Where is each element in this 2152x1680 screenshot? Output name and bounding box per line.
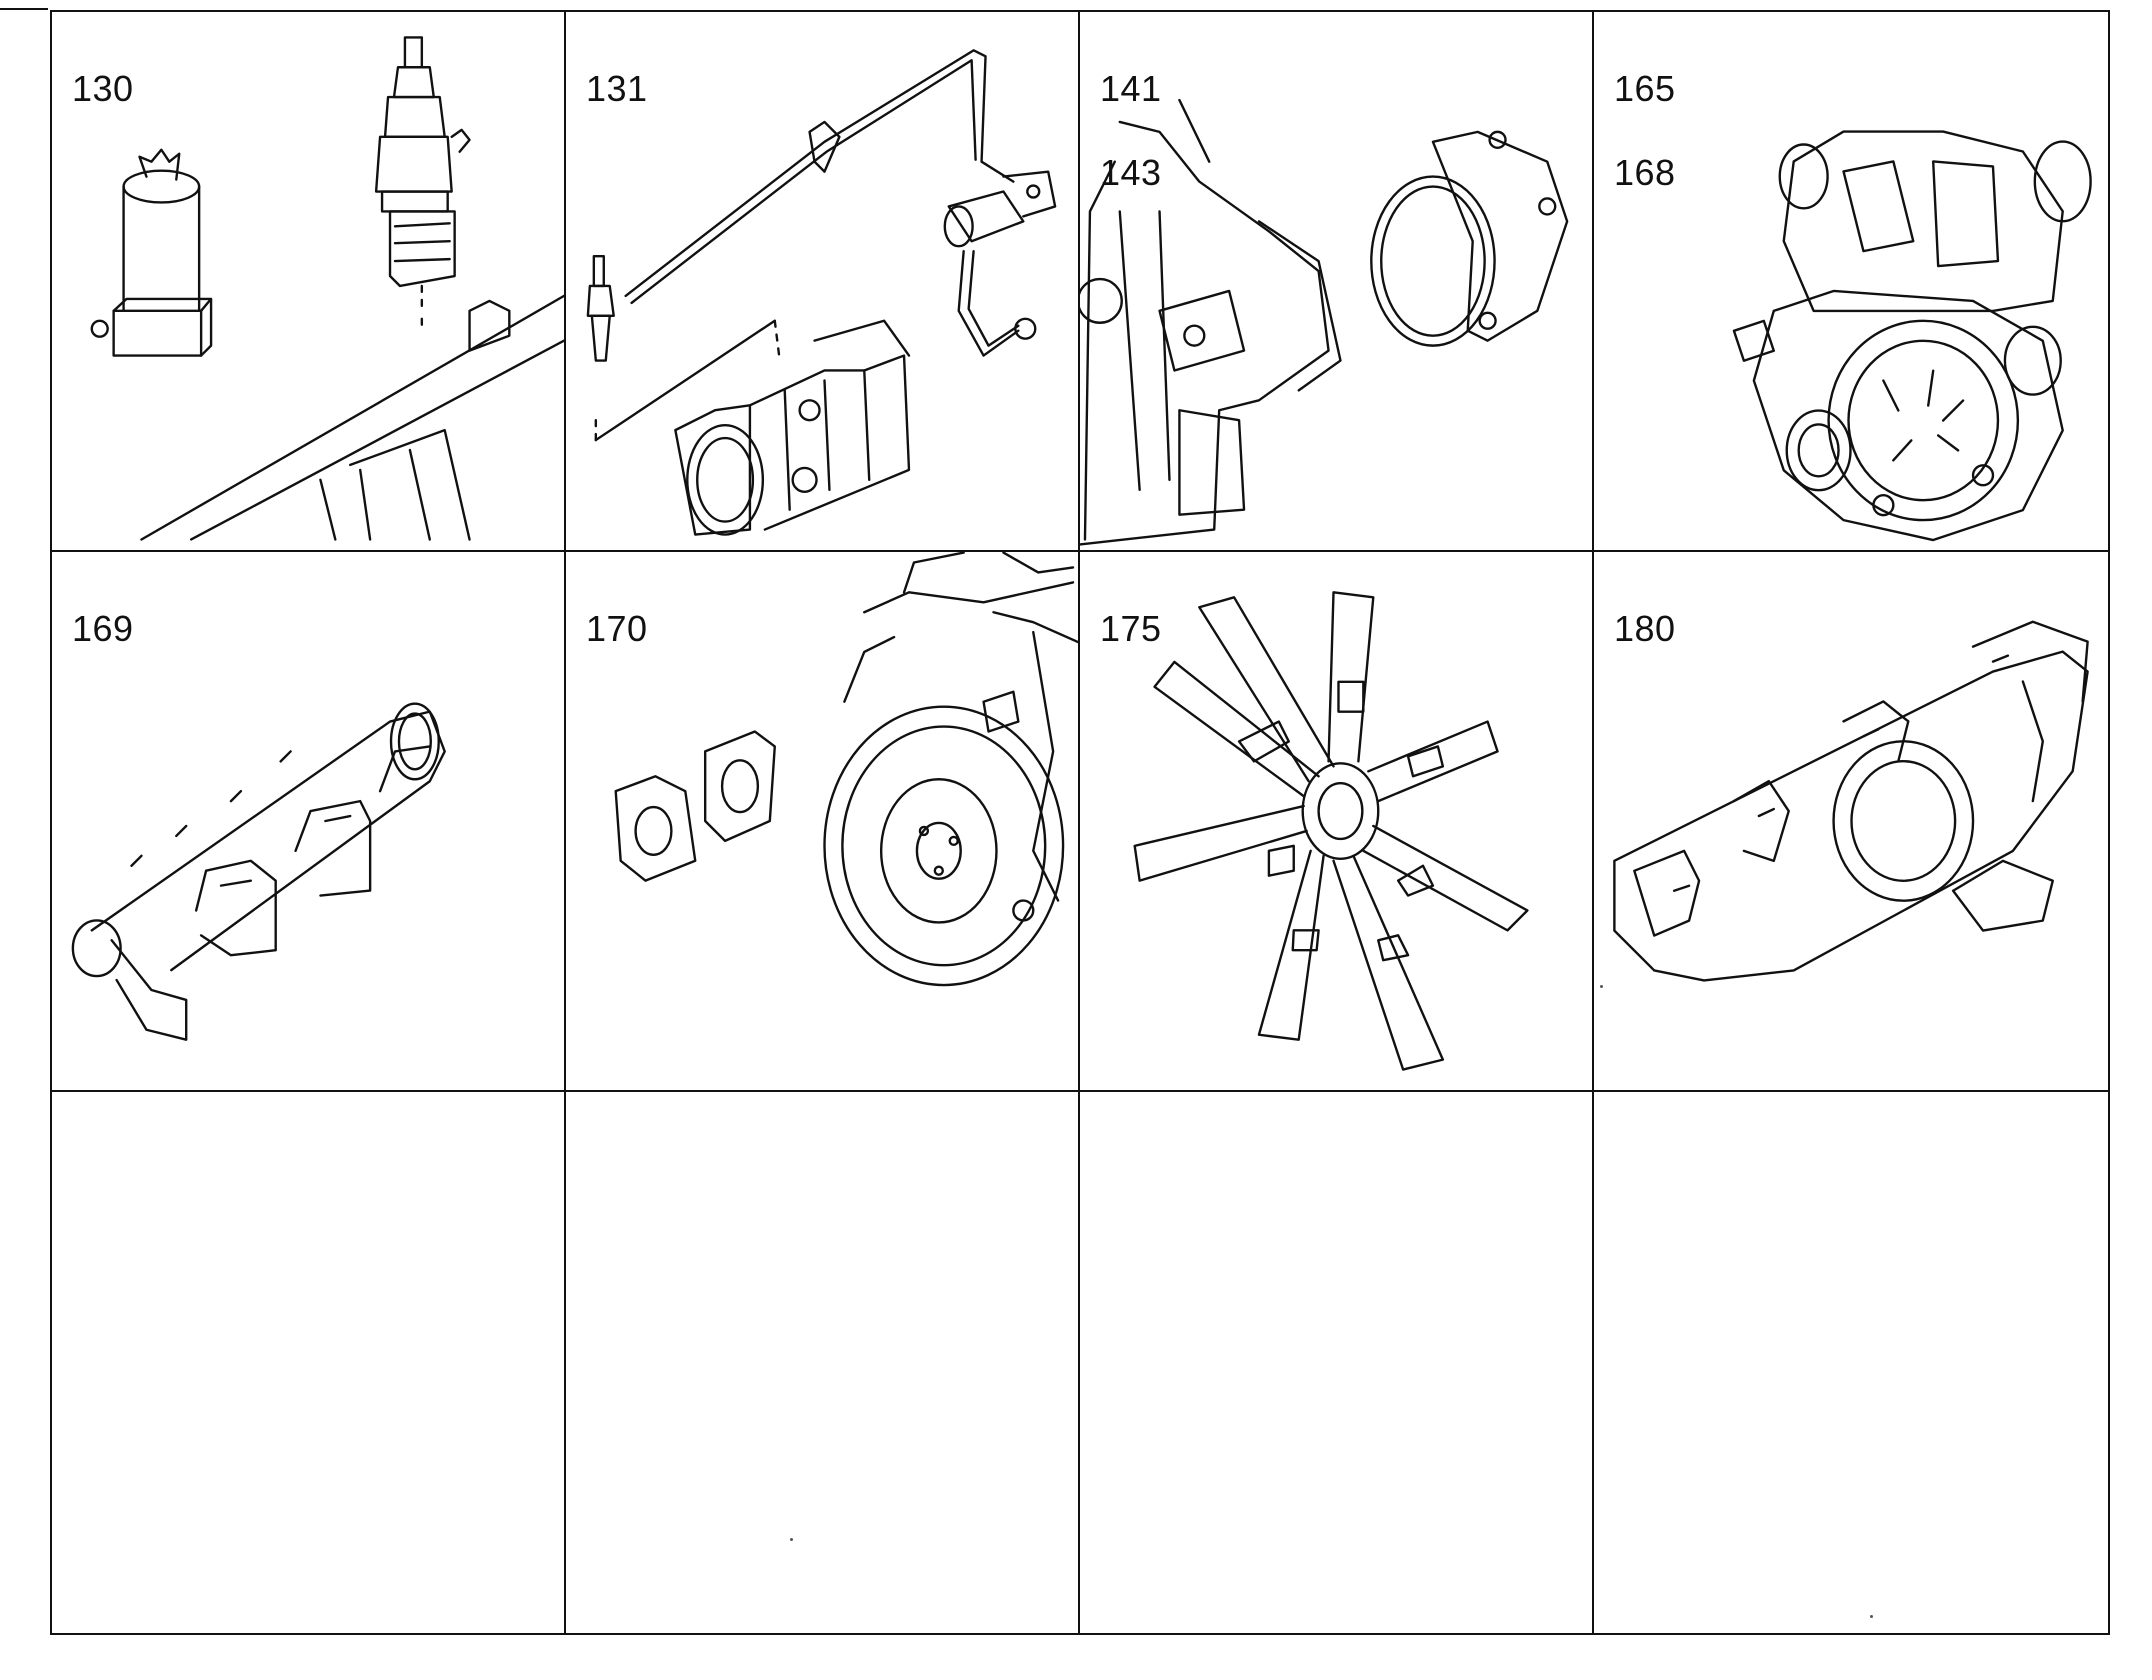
timing-cover-with-gasket-drawing	[1080, 98, 1569, 546]
cell-empty-1	[52, 1092, 566, 1633]
sheet-corner-mark	[0, 8, 48, 10]
cell-165-168[interactable]: 165 168	[1594, 12, 2108, 552]
cell-label: 170	[586, 608, 648, 649]
cell-empty-4	[1594, 1092, 2108, 1633]
scan-speck	[1870, 1615, 1873, 1618]
cell-label: 131	[586, 68, 648, 109]
cell-180[interactable]: 180	[1594, 552, 2108, 1092]
cell-label: 180	[1614, 608, 1676, 649]
scan-speck	[1600, 985, 1603, 988]
scan-speck	[790, 1538, 793, 1541]
intake-manifold-drawing	[1613, 620, 2089, 982]
cell-131[interactable]: 131	[566, 12, 1080, 552]
cell-175[interactable]: 175	[1080, 552, 1594, 1092]
exhaust-manifold-drawing	[71, 702, 446, 1041]
cell-label: 141 143	[1100, 68, 1162, 193]
cell-label: 165 168	[1614, 68, 1676, 193]
flywheel-housing-with-plates-drawing	[614, 552, 1078, 987]
cell-label: 169	[72, 608, 134, 649]
cell-170[interactable]: 170	[566, 552, 1080, 1092]
cell-label: 175	[1100, 608, 1162, 649]
cooling-fan-drawing	[1133, 591, 1529, 1071]
glow-plug-relay-and-glow-plug-drawing	[90, 36, 564, 541]
fuel-line-with-solenoid-valve-drawing	[586, 49, 1057, 536]
water-pump-assembly-drawing	[1732, 130, 2092, 542]
parts-diagram-grid: 130	[50, 10, 2110, 1635]
cell-empty-2	[566, 1092, 1080, 1633]
cell-empty-3	[1080, 1092, 1594, 1633]
cell-130[interactable]: 130	[52, 12, 566, 552]
cell-label: 130	[72, 68, 134, 109]
cell-141-143[interactable]: 141 143	[1080, 12, 1594, 552]
cell-169[interactable]: 169	[52, 552, 566, 1092]
